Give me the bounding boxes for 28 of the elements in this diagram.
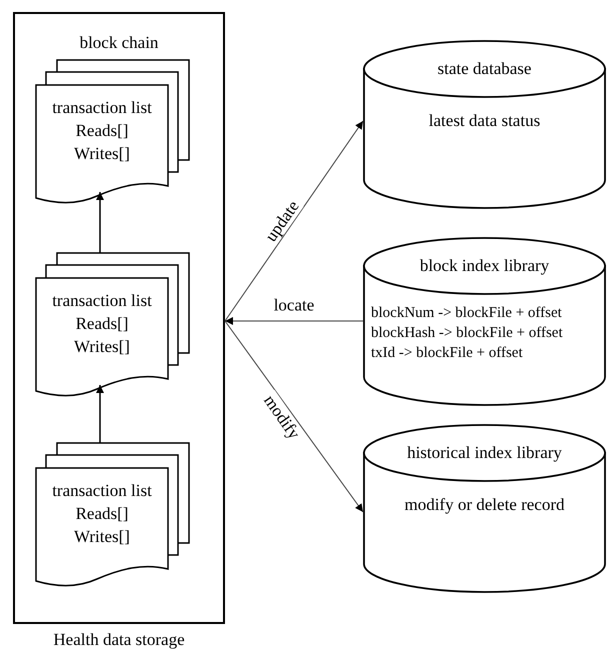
arrow — [224, 317, 364, 325]
database-cylinder — [363, 237, 606, 407]
document-text: Reads[] — [74, 313, 130, 334]
document-text: Reads[] — [74, 120, 130, 141]
document-text: Writes[] — [73, 336, 131, 357]
database-cylinder — [363, 40, 606, 210]
database-title: block index library — [418, 255, 550, 276]
database-content: blockHash -> blockFile + offset — [371, 324, 563, 343]
frame-heading: block chain — [78, 32, 160, 53]
arrow — [224, 120, 364, 322]
document-text: Reads[] — [74, 503, 130, 524]
arrow — [224, 320, 364, 512]
database-content: latest data status — [428, 110, 542, 131]
database-title: historical index library — [406, 442, 563, 463]
database-content: blockNum -> blockFile + offset — [371, 304, 562, 323]
frame-caption: Health data storage — [52, 629, 186, 650]
storage-frame — [13, 12, 225, 624]
database-content: txId -> blockFile + offset — [371, 344, 523, 363]
document-text: transaction list — [51, 480, 153, 501]
database-content: modify or delete record — [403, 494, 566, 515]
arrow — [96, 385, 104, 443]
document-text: Writes[] — [73, 526, 131, 547]
arrow — [96, 192, 104, 253]
document-text: transaction list — [51, 290, 153, 311]
document-text: Writes[] — [73, 143, 131, 164]
document-text: transaction list — [51, 97, 153, 118]
database-cylinder — [363, 424, 606, 594]
database-title: state database — [436, 58, 532, 79]
